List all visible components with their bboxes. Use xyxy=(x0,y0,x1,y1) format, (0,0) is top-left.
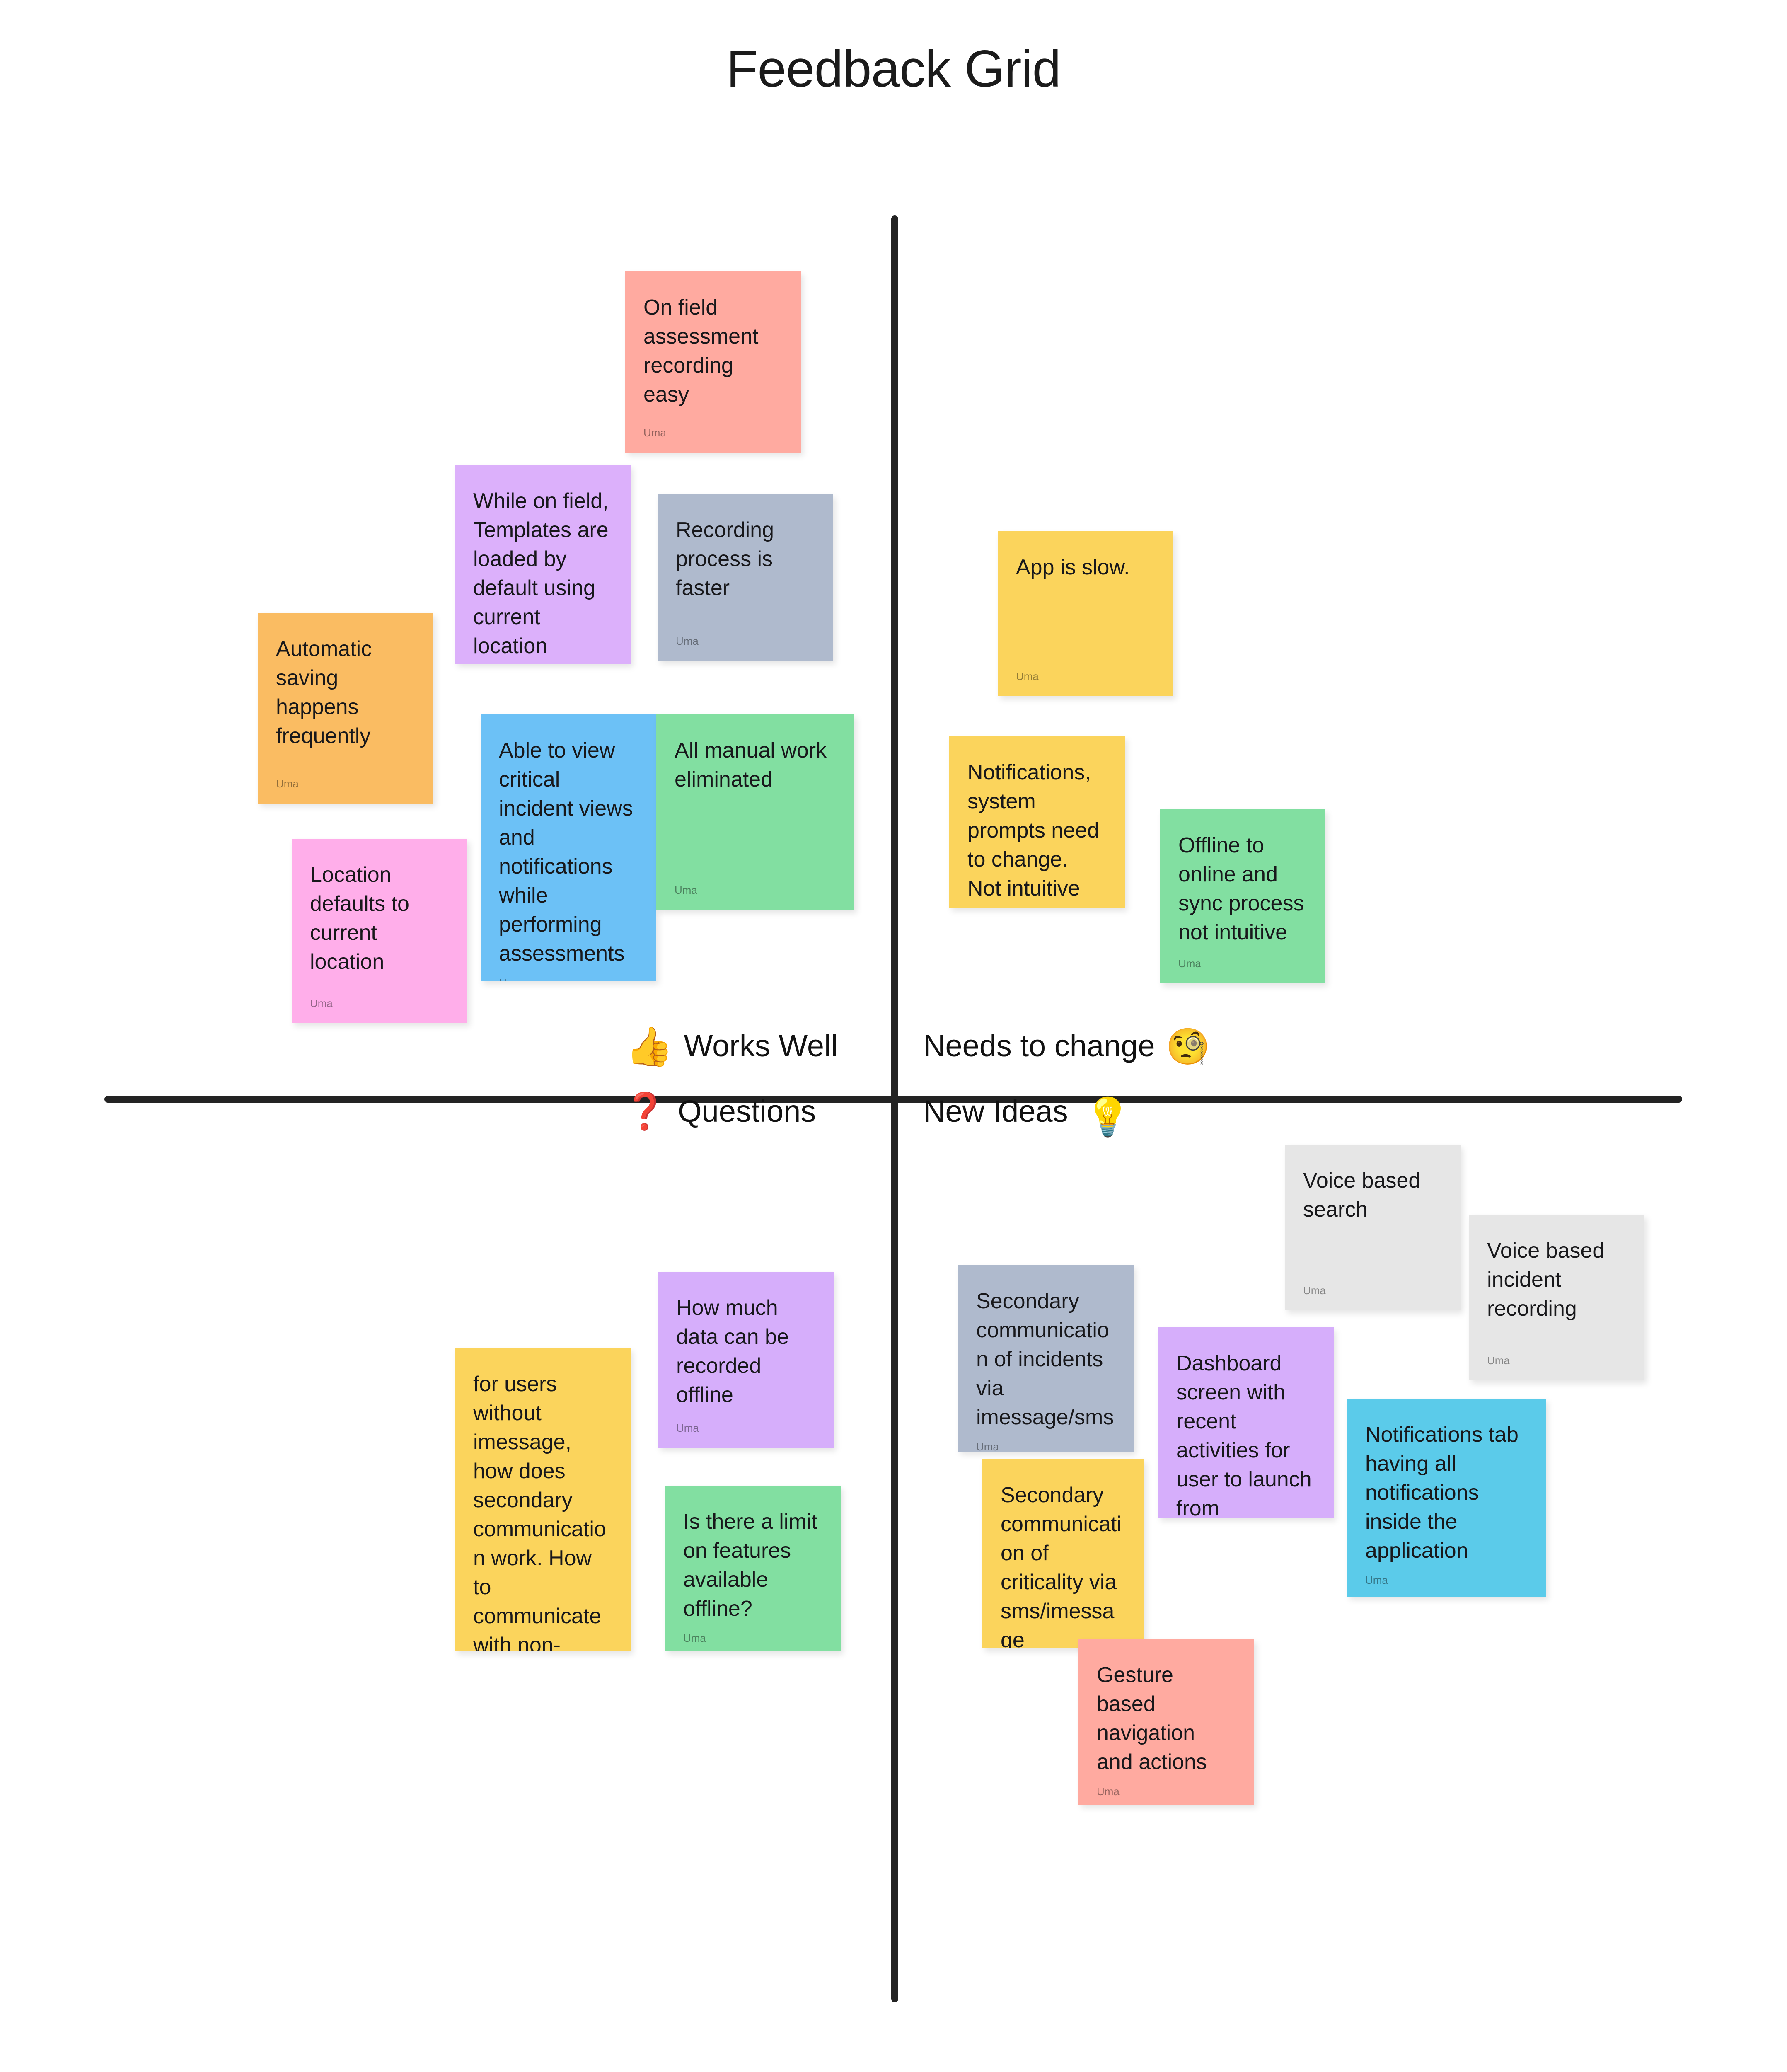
light-bulb-emoji: 💡 xyxy=(1084,1097,1131,1138)
quadrant-label-text: Needs to change xyxy=(923,1029,1155,1063)
sticky-note[interactable]: Secondary communication of criticality v… xyxy=(982,1459,1144,1648)
thumbs-up-emoji: 👍 xyxy=(626,1026,673,1068)
sticky-note-author: Uma xyxy=(1178,957,1201,970)
sticky-note-author: Uma xyxy=(643,426,666,439)
sticky-note-text: Dashboard screen with recent activities … xyxy=(1176,1351,1312,1518)
sticky-note-author: Uma xyxy=(676,1422,699,1434)
sticky-note-author: Uma xyxy=(276,777,299,790)
sticky-note[interactable]: Notifications, system prompts need to ch… xyxy=(949,736,1125,908)
sticky-note[interactable]: for users without imessage, how does sec… xyxy=(455,1348,631,1651)
sticky-note-text: Location defaults to current location xyxy=(310,863,409,974)
sticky-note-author: Uma xyxy=(473,661,612,664)
sticky-note[interactable]: Able to view critical incident views and… xyxy=(481,714,656,981)
horizontal-divider xyxy=(104,1096,1682,1103)
sticky-note-author: Uma xyxy=(499,968,638,981)
question-mark-emoji: ❓ xyxy=(623,1092,667,1131)
sticky-note-text: App is slow. xyxy=(1016,555,1130,579)
sticky-note[interactable]: Is there a limit on features available o… xyxy=(665,1486,841,1651)
sticky-note-text: How much data can be recorded offline xyxy=(676,1296,789,1407)
sticky-note-author: Uma xyxy=(1487,1354,1510,1367)
sticky-note[interactable]: Secondary communication of incidents via… xyxy=(958,1265,1134,1452)
vertical-divider xyxy=(891,215,898,2002)
quadrant-label-works-well: 👍 Works Well xyxy=(626,1026,838,1068)
quadrant-label-new-ideas: New Ideas 💡 xyxy=(923,1093,1131,1136)
quadrant-label-text: Questions xyxy=(678,1094,816,1128)
sticky-note-text: Able to view critical incident views and… xyxy=(499,738,633,966)
quadrant-label-text: Works Well xyxy=(684,1029,838,1063)
sticky-note-author: Uma xyxy=(976,1440,999,1452)
sticky-note-text: All manual work eliminated xyxy=(675,738,827,792)
quadrant-label-needs-change: Needs to change 🧐 xyxy=(923,1027,1210,1067)
sticky-note-text: Recording process is faster xyxy=(676,518,774,600)
sticky-note[interactable]: Notifications tab having all notificatio… xyxy=(1347,1399,1546,1597)
sticky-note-text: Secondary communication of incidents via… xyxy=(976,1289,1114,1429)
sticky-note[interactable]: Dashboard screen with recent activities … xyxy=(1158,1327,1334,1518)
sticky-note[interactable]: While on field, Templates are loaded by … xyxy=(455,465,631,664)
sticky-note-text: Automatic saving happens frequently xyxy=(276,637,372,748)
sticky-note-author: Uma xyxy=(1016,670,1039,683)
sticky-note-author: Uma xyxy=(967,903,1107,908)
sticky-note-author: Uma xyxy=(675,884,697,896)
page-title: Feedback Grid xyxy=(726,40,1061,98)
sticky-note-author: Uma xyxy=(676,635,699,647)
quadrant-label-questions: ❓ Questions xyxy=(623,1093,816,1130)
sticky-note[interactable]: App is slow. Uma xyxy=(998,531,1173,696)
sticky-note-text: Gesture based navigation and actions xyxy=(1097,1663,1207,1774)
monocle-face-emoji: 🧐 xyxy=(1166,1027,1210,1067)
sticky-note-author: Uma xyxy=(683,1632,706,1644)
sticky-note-text: Offline to online and sync process not i… xyxy=(1178,833,1304,944)
sticky-note-author: Uma xyxy=(1097,1785,1120,1798)
sticky-note[interactable]: Offline to online and sync process not i… xyxy=(1160,809,1325,983)
sticky-note-text: Notifications, system prompts need to ch… xyxy=(967,760,1099,900)
sticky-note-author: Uma xyxy=(310,997,333,1009)
sticky-note-text: Voice based search xyxy=(1303,1169,1421,1222)
sticky-note-text: While on field, Templates are loaded by … xyxy=(473,489,609,658)
quadrant-label-text: New Ideas xyxy=(923,1094,1068,1128)
sticky-note-author: Uma xyxy=(1303,1284,1326,1297)
sticky-note-text: for users without imessage, how does sec… xyxy=(473,1372,606,1651)
sticky-note-text: On field assessment recording easy xyxy=(643,295,759,407)
sticky-note-text: Voice based incident recording xyxy=(1487,1239,1605,1321)
sticky-note-text: Notifications tab having all notificatio… xyxy=(1365,1423,1519,1563)
sticky-note-text: Is there a limit on features available o… xyxy=(683,1510,817,1621)
sticky-note-author: Uma xyxy=(1365,1574,1388,1586)
sticky-note-text: Secondary communication of criticality v… xyxy=(1001,1483,1122,1648)
